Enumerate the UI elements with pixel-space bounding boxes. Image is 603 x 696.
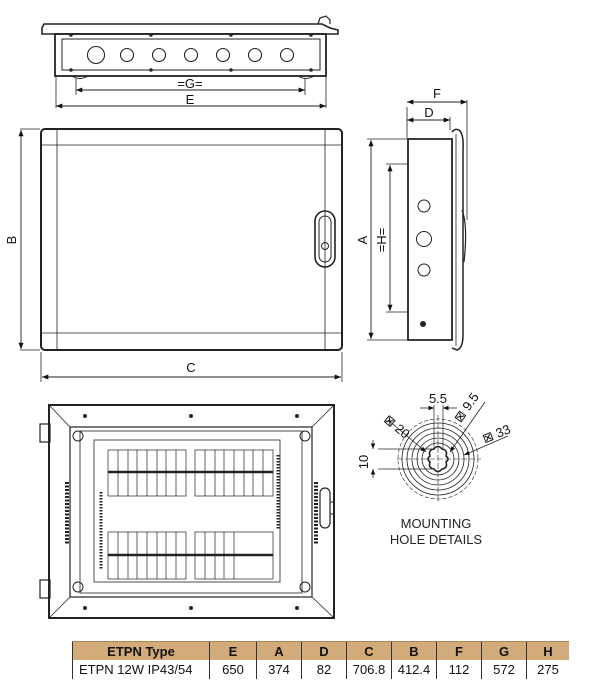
cell-a: 374 <box>256 660 302 679</box>
spec-table: ETPN Type E A D C B F G H ETPN 12W IP43/… <box>72 641 569 679</box>
dim-9-5-label: ⊠ 9.5 <box>451 390 482 425</box>
table-header-row: ETPN Type E A D C B F G H <box>72 641 569 660</box>
caption-line-2: HOLE DETAILS <box>389 532 483 547</box>
header-g: G <box>481 641 527 660</box>
cell-c: 706.8 <box>346 660 392 679</box>
cell-b: 412.4 <box>391 660 437 679</box>
header-b: B <box>391 641 437 660</box>
cell-type: ETPN 12W IP43/54 <box>72 660 210 679</box>
front-view <box>18 128 343 382</box>
table-row: ETPN 12W IP43/54 650 374 82 706.8 412.4 … <box>72 660 569 679</box>
dim-33-label: ⊠ 33 <box>480 421 512 446</box>
cell-g: 572 <box>481 660 527 679</box>
cell-h: 275 <box>526 660 569 679</box>
dim-a-label: A <box>355 235 370 244</box>
caption-line-1: MOUNTING <box>400 516 472 531</box>
dim-g-label: =G= <box>177 76 202 91</box>
dim-f-label: F <box>433 86 441 101</box>
header-e: E <box>209 641 257 660</box>
header-type: ETPN Type <box>72 641 210 660</box>
dim-5-5-label: 5.5 <box>429 391 447 406</box>
cell-f: 112 <box>436 660 482 679</box>
dim-c-label: C <box>186 360 195 375</box>
cell-d: 82 <box>301 660 347 679</box>
mounting-hole-caption: MOUNTING HOLE DETAILS <box>356 516 516 548</box>
side-view <box>367 99 468 351</box>
interior-view <box>39 404 335 619</box>
header-a: A <box>256 641 302 660</box>
mounting-hole-detail <box>370 401 509 503</box>
dim-10-label: 10 <box>356 455 371 469</box>
header-h: H <box>526 641 569 660</box>
dim-e-label: E <box>186 92 195 107</box>
dim-b-label: B <box>4 236 19 245</box>
dim-h-label: =H= <box>374 228 389 253</box>
top-view <box>41 15 339 109</box>
dim-d-label: D <box>424 105 433 120</box>
header-d: D <box>301 641 347 660</box>
header-c: C <box>346 641 392 660</box>
header-f: F <box>436 641 482 660</box>
cell-e: 650 <box>209 660 257 679</box>
